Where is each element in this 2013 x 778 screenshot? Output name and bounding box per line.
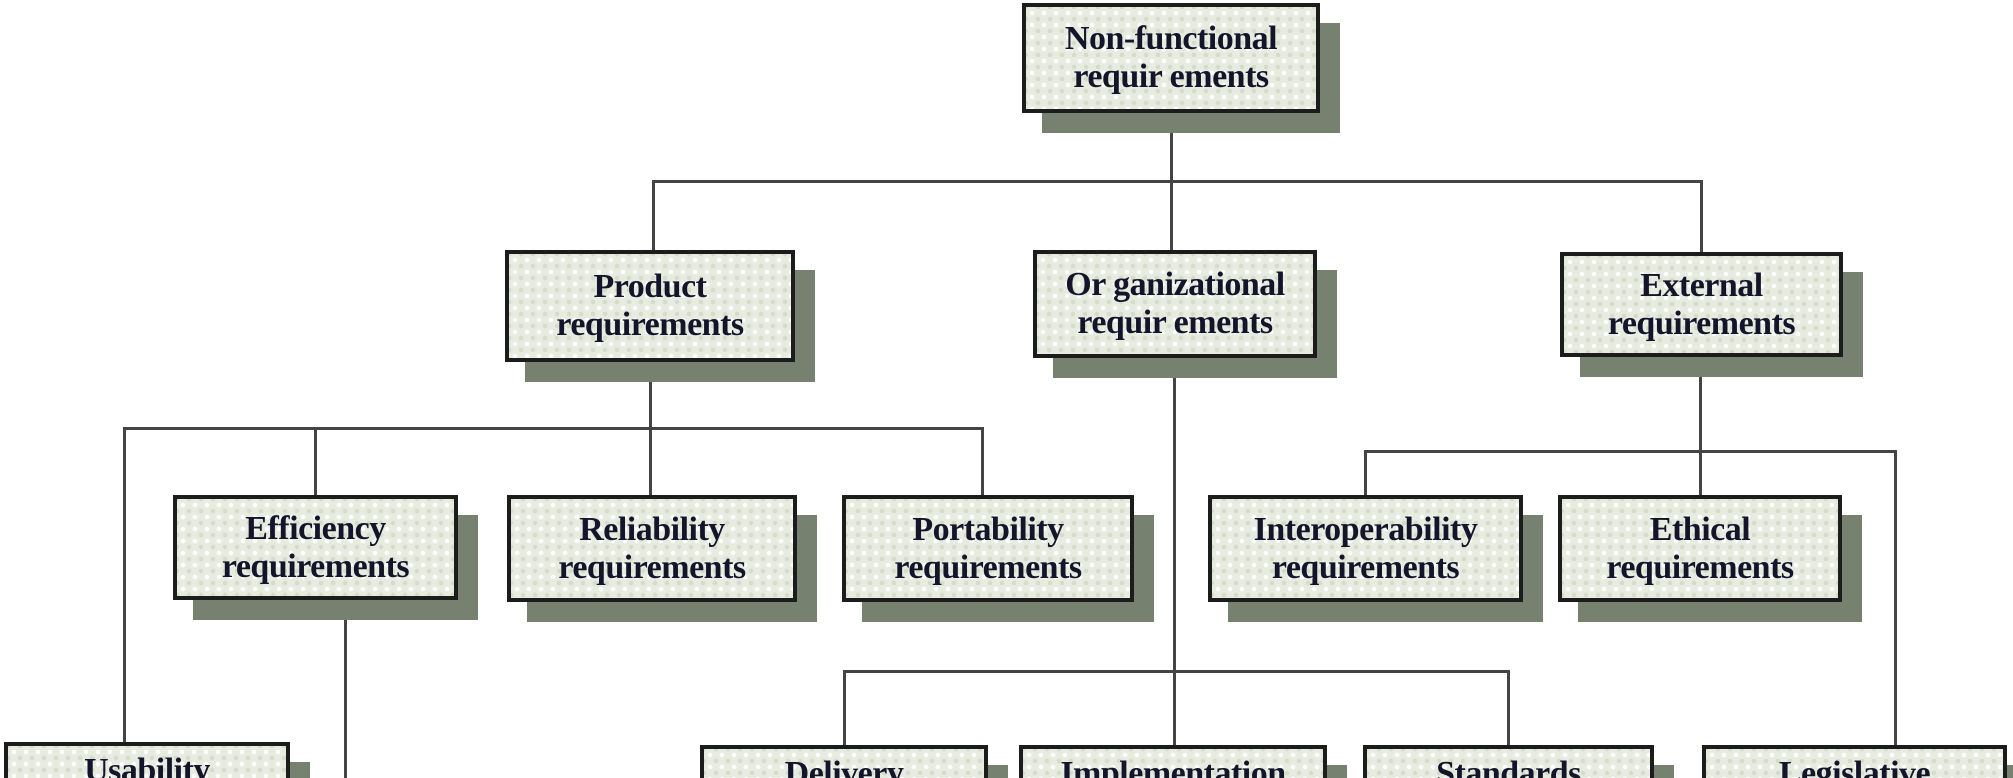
node-legislative-requirements: Legislative (1702, 745, 2007, 778)
node-label: Or ganizational (1065, 266, 1285, 303)
connector-rail-external-children (1364, 450, 1897, 453)
node-label: requirements (221, 547, 410, 585)
node-label: Legislative (1778, 755, 1931, 778)
node-label: Usability (84, 752, 210, 778)
node-label: External (1640, 266, 1763, 304)
node-label: Reliability (579, 510, 725, 548)
node-label: Non-functional (1064, 20, 1278, 57)
node-organizational-requirements: Or ganizational requir ements (1033, 250, 1317, 358)
node-label: requirements (1606, 548, 1794, 586)
connector-external-top (1700, 180, 1703, 252)
connector-efficiency-children-drop (344, 600, 347, 778)
node-ethical-requirements: Ethical requirements (1558, 495, 1842, 602)
node-label: requirements (556, 306, 744, 343)
node-label: Ethical (1649, 510, 1751, 548)
node-label: requirements (558, 548, 746, 586)
connector-external-to-ethical (1699, 357, 1702, 495)
node-usability-requirements: Usability (4, 742, 290, 778)
node-label: Portability (912, 510, 1064, 548)
node-label: requirements (1271, 548, 1460, 586)
connector-efficiency-top (314, 427, 317, 495)
node-interoperability-requirements: Interoperability requirements (1208, 495, 1523, 602)
connector-product-top (652, 180, 655, 250)
node-label: Implementation (1060, 755, 1286, 778)
connector-legislative-drop (1894, 450, 1897, 745)
node-label: requirements (1607, 304, 1796, 342)
node-label: Standards (1436, 755, 1581, 778)
node-label: requirements (894, 548, 1082, 586)
connector-organizational-to-implementation (1173, 358, 1176, 745)
connector-rail-product-children (123, 427, 984, 430)
connector-delivery-top (843, 670, 846, 745)
connector-interoperability-top (1364, 450, 1367, 495)
node-label: Delivery (784, 755, 904, 778)
node-delivery-requirements: Delivery (700, 745, 988, 778)
node-standards-requirements: Standards (1363, 745, 1654, 778)
connector-rail-organizational-children (843, 670, 1510, 673)
node-portability-requirements: Portability requirements (842, 495, 1134, 602)
node-non-functional-requirements: Non-functional requir ements (1022, 3, 1320, 113)
connector-portability-top (981, 427, 984, 495)
node-implementation-requirements: Implementation (1019, 745, 1327, 778)
connector-standards-top (1507, 670, 1510, 745)
node-label: Product (593, 268, 707, 305)
node-external-requirements: External requirements (1560, 252, 1843, 357)
node-label: requir ements (1073, 58, 1269, 95)
connector-usability-drop (123, 427, 126, 742)
node-label: Efficiency (245, 509, 386, 547)
node-efficiency-requirements: Efficiency requirements (173, 495, 458, 600)
node-reliability-requirements: Reliability requirements (507, 495, 797, 602)
node-label: Interoperability (1253, 510, 1478, 548)
connector-rail-level2 (653, 180, 1703, 183)
node-product-requirements: Product requirements (505, 250, 795, 362)
node-label: requir ements (1077, 304, 1273, 341)
